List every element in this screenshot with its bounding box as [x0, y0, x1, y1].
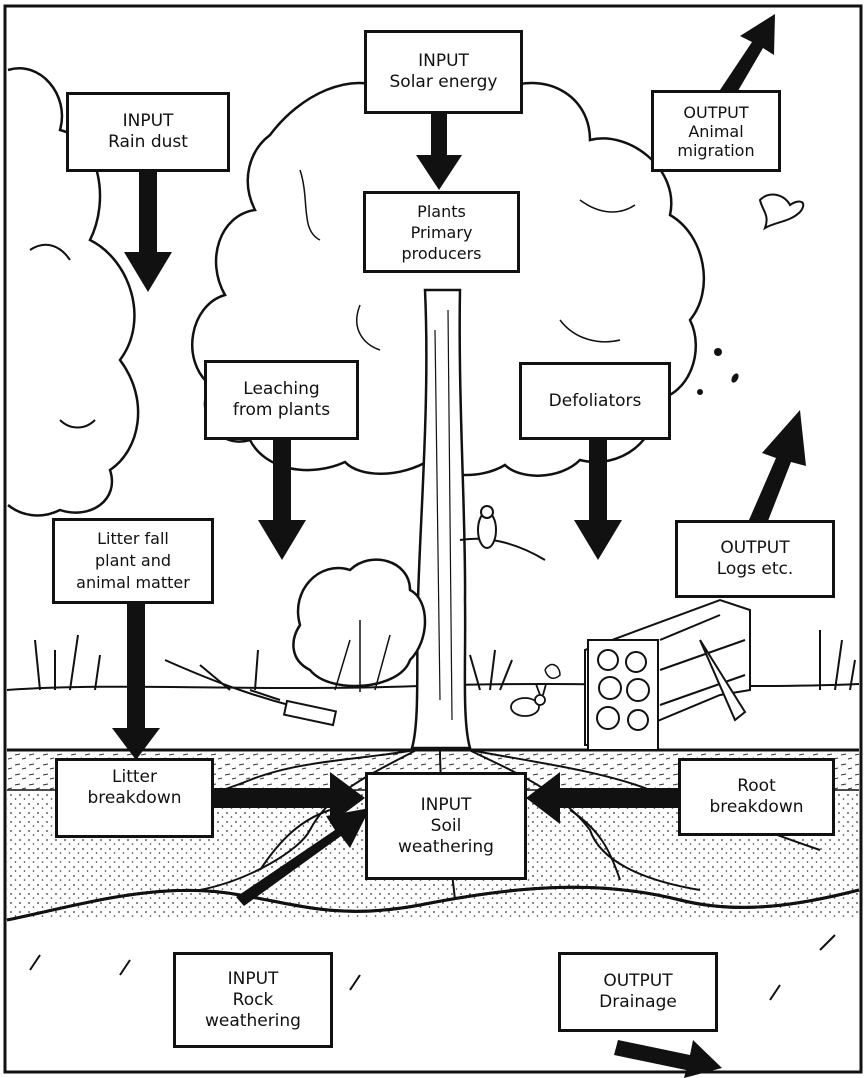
arrow-solar-to-plants	[416, 112, 462, 190]
arrow-root-to-soil	[526, 772, 680, 824]
input-soil-weathering-line-3: weathering	[398, 836, 494, 857]
input-rock-weathering-line-3: weathering	[205, 1010, 301, 1031]
arrow-leaching-down	[258, 440, 306, 560]
plants-line-1: Plants	[417, 201, 466, 221]
tree-trunk	[410, 288, 472, 750]
arrow-drainage-out	[614, 1040, 722, 1078]
output-logs-line-2: Logs etc.	[716, 559, 794, 579]
leaching-from-plants-box: Leaching from plants	[204, 360, 359, 440]
input-rock-weathering-box: INPUT Rock weathering	[173, 952, 333, 1048]
input-rock-weathering-line-2: Rock	[232, 989, 274, 1010]
arrow-animal-migration-out	[720, 14, 775, 96]
flying-bird-icon	[758, 193, 805, 231]
root-breakdown-line-1: Root	[737, 776, 776, 796]
litter-breakdown-box: Litter breakdown	[55, 758, 214, 838]
input-soil-weathering-line-1: INPUT	[420, 794, 472, 815]
defoliators-line-1: Defoliators	[548, 390, 642, 411]
output-logs-box: OUTPUT Logs etc.	[675, 520, 835, 598]
input-solar-energy-line-2: Solar energy	[389, 72, 498, 92]
output-logs-line-1: OUTPUT	[720, 538, 790, 558]
arrow-litter-fall-down	[112, 602, 160, 760]
output-animal-migration-box: OUTPUT Animal migration	[651, 90, 781, 172]
grass-tufts	[34, 630, 856, 691]
litter-breakdown-line-1: Litter	[112, 767, 157, 787]
output-animal-migration-line-3: migration	[677, 140, 755, 160]
output-drainage-line-2: Drainage	[599, 992, 677, 1012]
input-rock-weathering-line-1: INPUT	[227, 968, 279, 989]
litter-fall-line-2: plant and	[94, 551, 171, 570]
input-solar-energy-box: INPUT Solar energy	[364, 30, 523, 114]
litter-fall-line-1: Litter fall	[97, 529, 169, 548]
output-drainage-line-1: OUTPUT	[603, 971, 673, 991]
output-drainage-box: OUTPUT Drainage	[558, 952, 718, 1032]
shrub-illustration	[292, 558, 427, 688]
background-tree-canopy	[7, 67, 140, 517]
falling-leaves	[697, 348, 739, 395]
output-animal-migration-line-1: OUTPUT	[683, 102, 749, 122]
arrow-rain-dust-down	[124, 172, 172, 292]
litter-fall-line-3: animal matter	[76, 573, 190, 592]
output-animal-migration-line-2: Animal	[688, 121, 744, 141]
root-breakdown-box: Root breakdown	[678, 758, 835, 836]
leaching-line-1: Leaching	[243, 379, 320, 399]
log-pile-illustration	[584, 598, 751, 751]
input-rain-dust-box: INPUT Rain dust	[66, 92, 230, 172]
root-breakdown-line-2: breakdown	[709, 797, 804, 817]
litter-fall-box: Litter fall plant and animal matter	[52, 518, 214, 604]
litter-breakdown-line-2: breakdown	[87, 788, 182, 808]
arrow-rock-to-soil	[236, 808, 370, 906]
arrow-logs-out	[749, 410, 806, 526]
arrow-defoliators-down	[574, 440, 622, 560]
defoliators-box: Defoliators	[519, 362, 671, 440]
bird-icon	[477, 505, 497, 549]
plants-primary-producers-box: Plants Primary producers	[363, 191, 520, 273]
diagram-frame	[3, 4, 863, 1074]
input-soil-weathering-line-2: Soil	[430, 815, 462, 836]
input-solar-energy-line-1: INPUT	[418, 51, 469, 71]
plants-line-2: Primary	[410, 222, 473, 242]
input-rain-dust-line-2: Rain dust	[108, 132, 188, 152]
input-soil-weathering-box: INPUT Soil weathering	[365, 772, 527, 880]
fallen-branch-illustration	[164, 659, 338, 727]
input-rain-dust-line-1: INPUT	[122, 111, 174, 131]
arrow-litter-to-soil	[212, 772, 365, 824]
leaching-line-2: from plants	[232, 400, 331, 420]
rabbit-icon	[510, 683, 547, 717]
plants-line-3: producers	[401, 243, 482, 263]
rabbit-icon-small	[544, 663, 561, 680]
